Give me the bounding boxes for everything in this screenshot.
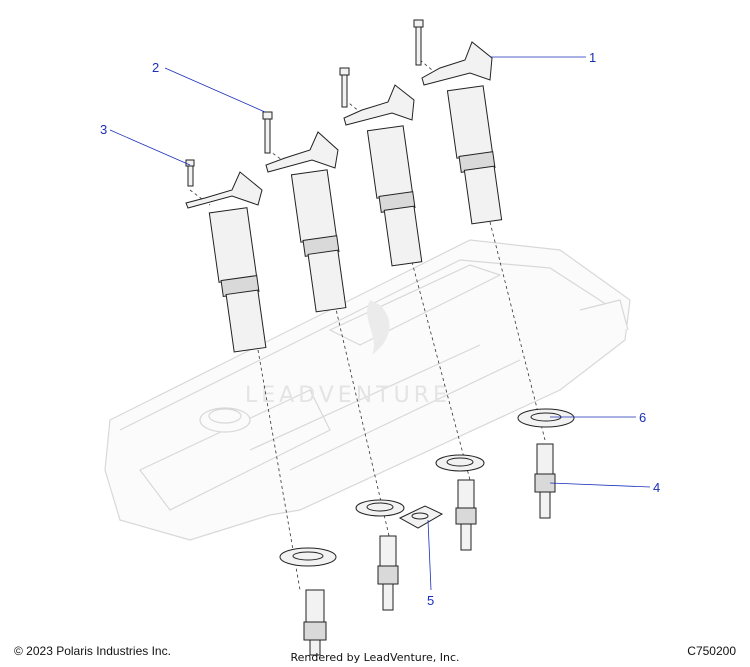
plug-seal-3	[435, 454, 485, 472]
callout-6: 6	[639, 410, 646, 425]
watermark-text: LEADVENTURE	[245, 383, 451, 408]
leader-lines	[109, 56, 651, 591]
callout-4: 4	[653, 480, 660, 495]
callout-5: 5	[427, 593, 434, 608]
ignition-coil-3	[343, 84, 423, 267]
coil-bolt-3	[339, 67, 350, 108]
callout-1: 1	[589, 50, 596, 65]
tube-seal	[398, 505, 444, 529]
ignition-coil-4	[421, 41, 503, 225]
spark-plug-2	[377, 535, 399, 611]
coil-bolt-4	[413, 19, 424, 66]
coil-bolt-2	[262, 111, 273, 154]
plug-seal-4	[517, 408, 575, 428]
callout-2: 2	[152, 60, 159, 75]
diagram-code: C750200	[687, 644, 736, 658]
copyright-text: © 2023 Polaris Industries Inc.	[14, 644, 171, 658]
ignition-coil-1	[185, 171, 267, 353]
callout-3: 3	[100, 122, 107, 137]
plug-seal-2	[355, 499, 405, 517]
rendered-by-text: Rendered by LeadVenture, Inc.	[290, 651, 460, 664]
spark-plug-4	[534, 443, 556, 519]
watermark-logo: LEADVENTURE	[245, 300, 451, 408]
spark-plug-3	[455, 479, 477, 551]
spark-plug-1	[303, 589, 327, 656]
ignition-coil-2	[265, 131, 347, 313]
plug-seal-1	[279, 547, 337, 567]
